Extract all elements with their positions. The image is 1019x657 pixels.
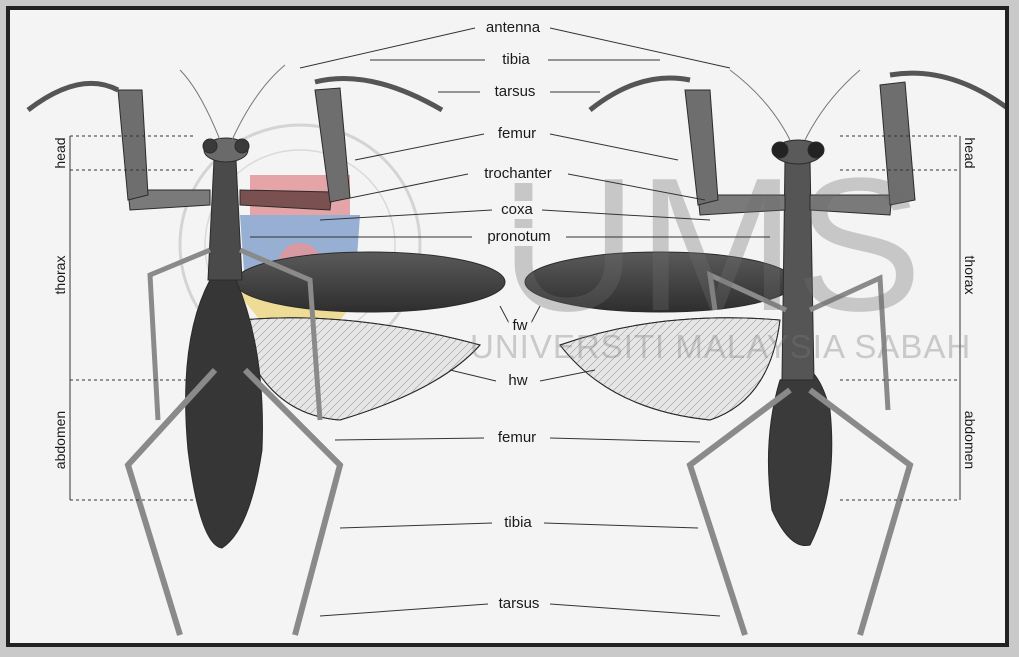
label-pronotum: pronotum	[483, 228, 554, 246]
right-label-thorax: thorax	[962, 253, 978, 298]
label-trochanter: trochanter	[480, 165, 556, 183]
label-tibia-top: tibia	[498, 51, 534, 69]
label-tarsus-top: tarsus	[491, 83, 540, 101]
label-femur-top: femur	[494, 125, 540, 143]
label-tibia-bottom: tibia	[500, 514, 536, 532]
label-fw: fw	[509, 317, 532, 335]
watermark-big-text: UMS	[500, 139, 922, 351]
mantis-dorsal	[28, 65, 505, 635]
left-label-head: head	[52, 134, 68, 171]
label-antenna: antenna	[482, 19, 544, 37]
mantis-illustration: UMS	[10, 10, 1005, 643]
diagram-frame: UMS	[6, 6, 1009, 647]
label-tarsus-bottom: tarsus	[495, 595, 544, 613]
left-label-thorax: thorax	[52, 253, 68, 298]
right-label-head: head	[962, 134, 978, 171]
right-label-abdomen: abdomen	[962, 408, 978, 472]
label-hw: hw	[504, 372, 531, 390]
label-coxa: coxa	[497, 201, 537, 219]
label-femur-bottom: femur	[494, 429, 540, 447]
left-label-abdomen: abdomen	[52, 408, 68, 472]
